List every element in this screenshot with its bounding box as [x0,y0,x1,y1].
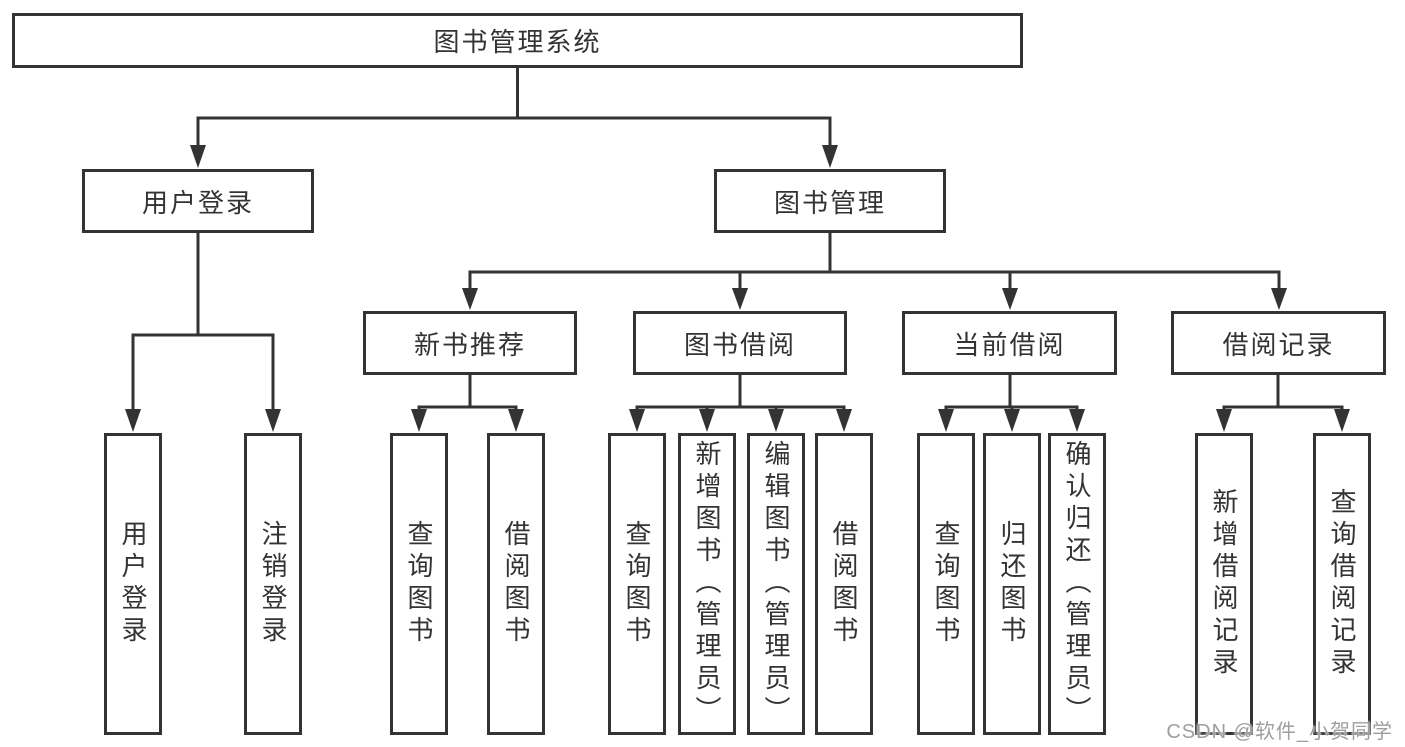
connector-stems [131,66,1344,412]
leaf-borrowing-query-books: 查询图书 [608,433,666,735]
leaf-borrowing-add-books-admin-label: 新增图书（管理员） [692,440,722,728]
connector-arrowheads [125,145,1350,432]
node-user-login: 用户登录 [82,169,314,233]
leaf-borrowing-borrow-books: 借阅图书 [815,433,873,735]
leaf-current-query-books-label: 查询图书 [931,520,961,648]
leaf-recommend-query-books-label: 查询图书 [404,520,434,648]
leaf-current-query-books: 查询图书 [917,433,975,735]
leaf-user-login: 用户登录 [104,433,162,735]
leaf-borrowing-query-books-label: 查询图书 [622,520,652,648]
node-book-borrowing: 图书借阅 [633,311,847,375]
node-book-management: 图书管理 [714,169,946,233]
node-root-library-system: 图书管理系统 [12,13,1023,68]
node-new-book-recommend: 新书推荐 [363,311,577,375]
leaf-recommend-borrow-books: 借阅图书 [487,433,545,735]
leaf-recommend-borrow-books-label: 借阅图书 [501,520,531,648]
leaf-current-confirm-return-admin-label: 确认归还（管理员） [1062,440,1092,728]
leaf-logout-label: 注销登录 [258,520,288,648]
leaf-records-query-record-label: 查询借阅记录 [1327,488,1357,680]
leaf-logout: 注销登录 [244,433,302,735]
leaf-recommend-query-books: 查询图书 [390,433,448,735]
leaf-records-query-record: 查询借阅记录 [1313,433,1371,735]
leaf-current-return-books: 归还图书 [983,433,1041,735]
leaf-borrowing-add-books-admin: 新增图书（管理员） [678,433,736,735]
leaf-borrowing-edit-books-admin-label: 编辑图书（管理员） [761,440,791,728]
leaf-records-add-record-label: 新增借阅记录 [1209,488,1239,680]
leaf-borrowing-borrow-books-label: 借阅图书 [829,520,859,648]
leaf-borrowing-edit-books-admin: 编辑图书（管理员） [747,433,805,735]
leaf-user-login-label: 用户登录 [118,520,148,648]
node-current-borrowing: 当前借阅 [902,311,1117,375]
leaf-current-confirm-return-admin: 确认归还（管理员） [1048,433,1106,735]
node-borrowing-records: 借阅记录 [1171,311,1386,375]
leaf-records-add-record: 新增借阅记录 [1195,433,1253,735]
leaf-current-return-books-label: 归还图书 [997,520,1027,648]
